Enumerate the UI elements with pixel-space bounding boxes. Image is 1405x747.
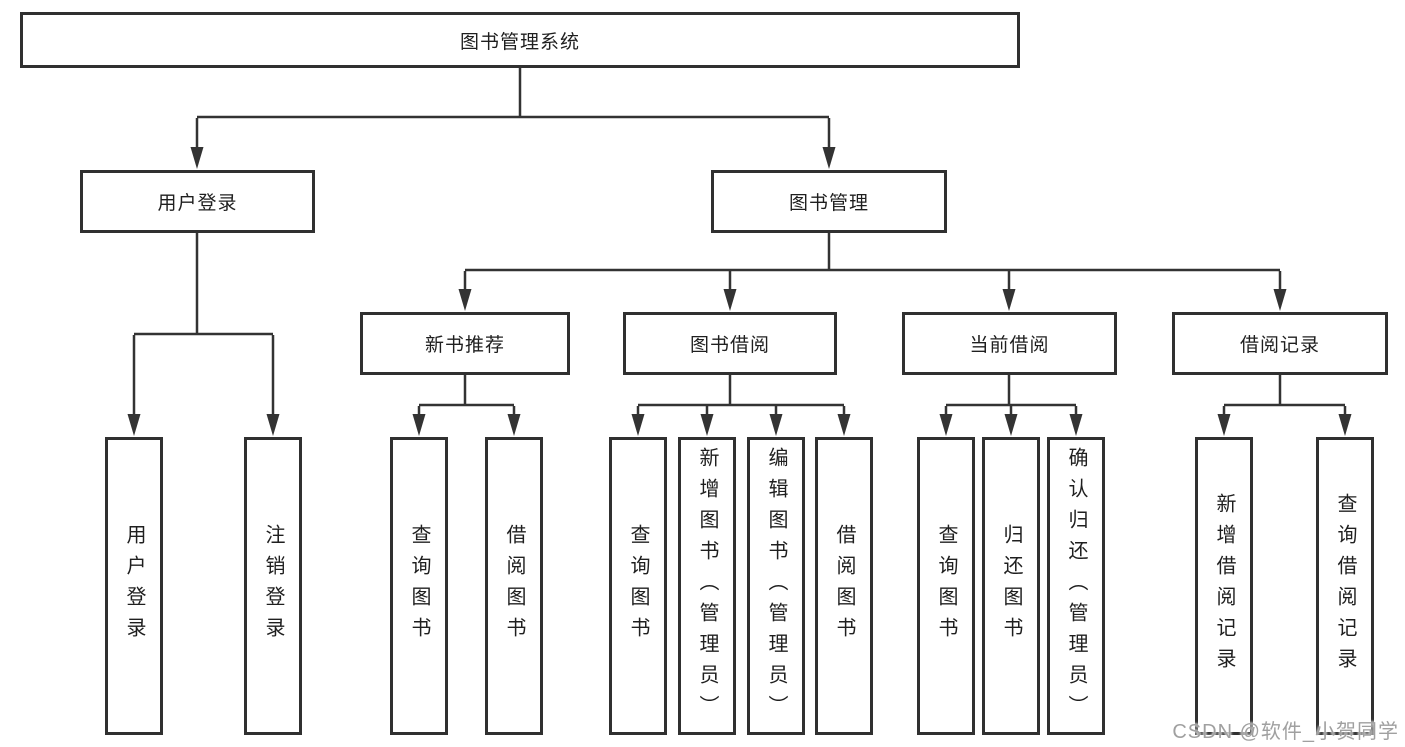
node-label: 新书推荐 [424,335,505,356]
csdn-watermark: CSDN @软件_小贺同学 [1172,721,1399,743]
arrowhead [631,414,645,436]
node-label: 查询借阅记录 [1334,493,1356,679]
connector-line [463,233,1282,291]
node-label: 用户登录 [123,524,145,648]
leaf-return-books: 归还图书 [982,437,1040,735]
node-library-management-system: 图书管理系统 [20,12,1020,68]
node-book-borrow: 图书借阅 [623,312,837,375]
connector-line [417,375,516,417]
connector-line [1222,375,1347,417]
arrowhead [507,414,521,436]
leaf-query-books-recommend: 查询图书 [390,437,448,735]
leaf-add-books-admin: 新增图书（管理员） [678,437,736,735]
arrowhead [1069,414,1083,436]
node-label: 图书管理 [788,193,869,214]
node-label: 查询图书 [627,524,649,648]
node-label: 图书借阅 [689,335,770,356]
connector-book-management-to-level3 [458,233,1287,311]
connector-root-to-level2 [190,68,836,169]
node-label: 归还图书 [1000,524,1022,648]
leaf-borrow-books-recommend: 借阅图书 [485,437,543,735]
connector-line [944,375,1078,417]
node-current-borrow: 当前借阅 [902,312,1117,375]
node-new-book-recommend: 新书推荐 [360,312,570,375]
leaf-query-borrow-record: 查询借阅记录 [1316,437,1374,735]
node-label: 确认归还（管理员） [1065,446,1087,726]
node-label: 注销登录 [262,524,284,648]
arrowhead [266,414,280,436]
arrowhead [723,289,737,311]
node-label: 编辑图书（管理员） [765,446,787,726]
arrowhead [1002,289,1016,311]
arrowhead [1217,414,1231,436]
connector-borrow-records-to-children [1217,375,1352,436]
leaf-query-books-current: 查询图书 [917,437,975,735]
connector-line [636,375,846,417]
connector-book-borrow-to-children [631,375,851,436]
node-label: 查询图书 [935,524,957,648]
leaf-confirm-return-admin: 确认归还（管理员） [1047,437,1105,735]
node-label: 借阅记录 [1239,335,1320,356]
node-label: 查询图书 [408,524,430,648]
node-label: 借阅图书 [503,524,525,648]
arrowhead [1273,289,1287,311]
connector-line [195,68,831,149]
arrowhead [700,414,714,436]
arrowhead [769,414,783,436]
arrowhead [837,414,851,436]
connector-line [132,233,275,416]
arrowhead [1004,414,1018,436]
leaf-logout: 注销登录 [244,437,302,735]
node-label: 新增借阅记录 [1213,493,1235,679]
node-book-management: 图书管理 [711,170,947,233]
node-user-login: 用户登录 [80,170,315,233]
arrowhead [1338,414,1352,436]
connector-current-borrow-to-children [939,375,1083,436]
connector-new-book-recommend-to-children [412,375,521,436]
leaf-user-login: 用户登录 [105,437,163,735]
arrowhead [412,414,426,436]
arrowhead [190,147,204,169]
connector-user-login-to-children [127,233,280,436]
arrowhead [939,414,953,436]
leaf-edit-books-admin: 编辑图书（管理员） [747,437,805,735]
node-label: 用户登录 [157,193,238,214]
node-label: 新增图书（管理员） [696,446,718,726]
node-borrow-records: 借阅记录 [1172,312,1388,375]
arrowhead [822,147,836,169]
node-label: 借阅图书 [833,524,855,648]
node-label: 图书管理系统 [459,31,580,53]
leaf-query-books-borrow: 查询图书 [609,437,667,735]
leaf-add-borrow-record: 新增借阅记录 [1195,437,1253,735]
node-label: 当前借阅 [969,335,1050,356]
arrowhead [458,289,472,311]
arrowhead [127,414,141,436]
leaf-borrow-books: 借阅图书 [815,437,873,735]
